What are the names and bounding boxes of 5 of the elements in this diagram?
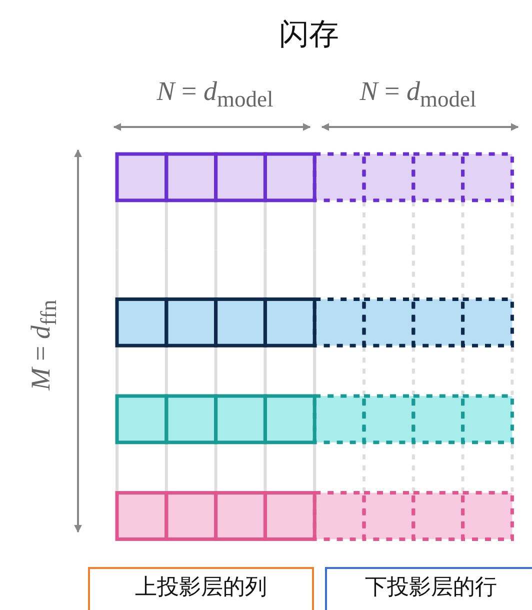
- title: 闪存: [278, 16, 340, 54]
- label-box: 上投影层的列: [88, 567, 314, 610]
- dimension-label: N = d$_{model}$: [360, 78, 476, 111]
- dimension-label: N = d$_{model}$: [156, 78, 274, 111]
- label-box: 下投影层的行: [325, 567, 532, 610]
